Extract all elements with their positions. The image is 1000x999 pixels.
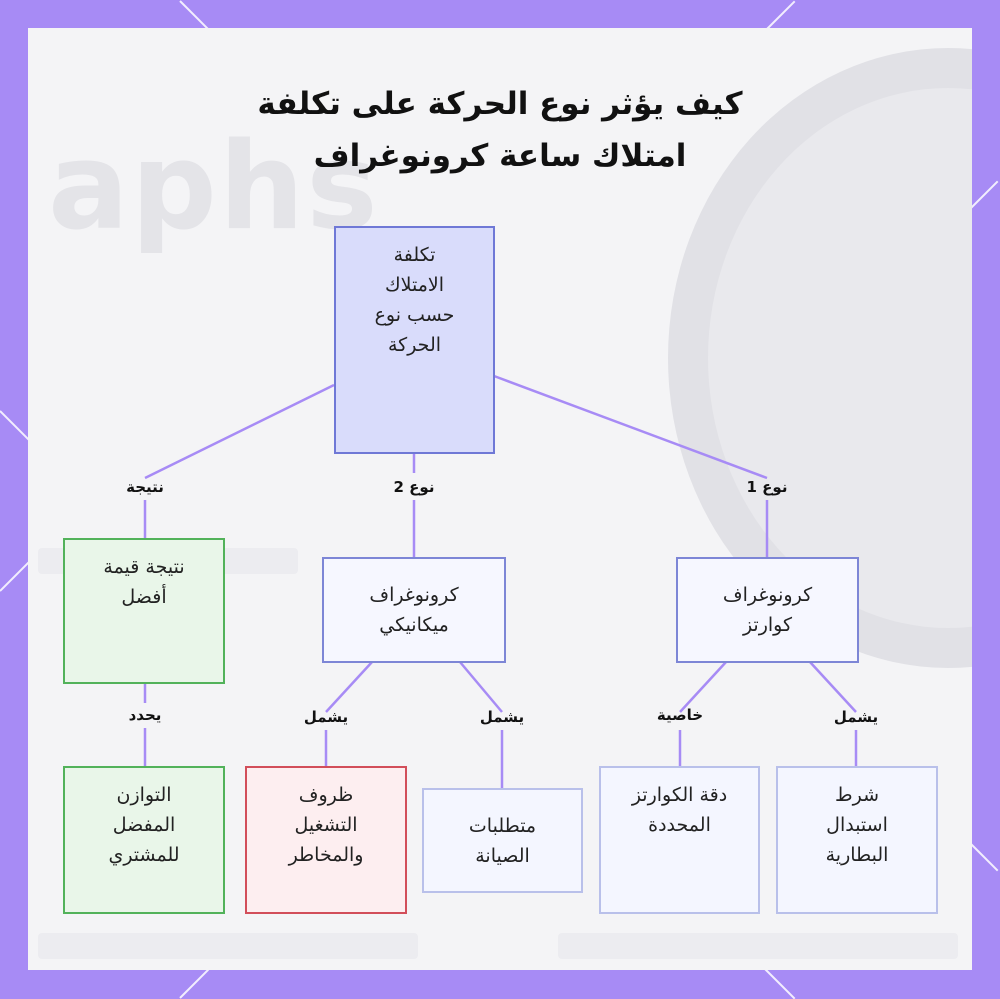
node-better-value-text: نتيجة قيمة أفضل (103, 556, 185, 608)
node-operating-risks: ظروف التشغيل والمخاطر (245, 766, 407, 914)
edge-mechanical-to-maintenance (459, 661, 503, 713)
title-line-2: امتلاك ساعة كرونوغراف (313, 138, 687, 174)
node-mechanical-text: كرونوغراف ميكانيكي (369, 584, 459, 636)
edge-mechanical-to-risks (325, 661, 373, 713)
edge-root-to-quartz (493, 374, 768, 480)
edge-label-value-to-balance: يحدد (128, 706, 162, 724)
edge-label-root-to-quartz: نوع 1 (746, 478, 788, 496)
edge-label-quartz-to-battery: يشمل (833, 708, 879, 726)
diagram-title: كيف يؤثر نوع الحركة على تكلفة امتلاك ساع… (150, 78, 850, 182)
node-maintenance-text: متطلبات الصيانة (468, 814, 537, 867)
node-buyer-balance-text: التوازن المفضل للمشتري (108, 784, 180, 866)
edge-label-root-to-mechanical: نوع 2 (393, 478, 435, 496)
node-quartz-accuracy: دقة الكوارتز المحددة (599, 766, 760, 914)
edge-label-mechanical-to-maintenance: يشمل (479, 708, 525, 726)
node-root-ownership-cost: تكلفة الامتلاك حسب نوع الحركة (334, 226, 495, 454)
edge-label-root-to-value: نتيجة (126, 478, 164, 496)
node-mechanical-chronograph: كرونوغراف ميكانيكي (322, 557, 506, 663)
node-quartz-chronograph: كرونوغراف كوارتز (676, 557, 859, 663)
node-root-text: تكلفة الامتلاك حسب نوع الحركة (374, 244, 455, 356)
background-strip (38, 933, 418, 959)
node-quartz-accuracy-text: دقة الكوارتز المحددة (631, 784, 728, 836)
node-battery-text: شرط استبدال البطارية (825, 784, 889, 866)
node-operating-risks-text: ظروف التشغيل والمخاطر (288, 784, 364, 866)
edge-label-mechanical-to-risks: يشمل (303, 708, 349, 726)
node-better-value: نتيجة قيمة أفضل (63, 538, 225, 684)
edge-label-quartz-to-accuracy: خاصية (656, 706, 704, 724)
edge-quartz-to-battery (809, 661, 857, 713)
node-buyer-balance: التوازن المفضل للمشتري (63, 766, 225, 914)
background-watermark: aphs (48, 118, 380, 257)
node-maintenance-requirements: متطلبات الصيانة (422, 788, 583, 893)
edge-quartz-to-accuracy (679, 661, 727, 713)
background-strip (558, 933, 958, 959)
edge-root-to-value (144, 383, 335, 480)
title-line-1: كيف يؤثر نوع الحركة على تكلفة (257, 86, 743, 122)
node-battery-replacement: شرط استبدال البطارية (776, 766, 938, 914)
node-quartz-text: كرونوغراف كوارتز (722, 584, 813, 636)
